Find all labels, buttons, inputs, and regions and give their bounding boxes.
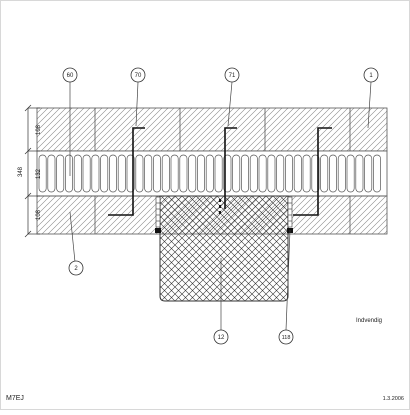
- callout-label-1: 1: [369, 73, 373, 79]
- dimension-lower: 108: [36, 209, 42, 220]
- insulation-cell: [249, 154, 258, 193]
- insulation-cell: [346, 154, 355, 193]
- insulation-cell: [161, 154, 170, 193]
- insulation-cell: [232, 154, 241, 193]
- callout-label-2: 2: [74, 266, 78, 272]
- callout-label-60: 60: [67, 73, 74, 79]
- insulation-cell: [364, 154, 373, 193]
- leader-lines: [69, 81, 372, 331]
- insulation-cell: [302, 154, 311, 193]
- concrete-column: [155, 195, 293, 302]
- insulation-cell: [373, 154, 381, 193]
- insulation-cell: [179, 154, 188, 193]
- insulation-cell: [241, 154, 249, 193]
- insulation-cell: [329, 154, 337, 193]
- wall-tie-center: [224, 127, 237, 209]
- dimension-line: [24, 104, 40, 238]
- insulation-cell: [276, 154, 285, 193]
- wall-tie-left: [108, 127, 145, 216]
- callout-12: 12: [213, 329, 229, 345]
- insulation-cell: [38, 154, 47, 193]
- upper-brick-course: [36, 107, 388, 152]
- insulation-cell: [65, 154, 73, 193]
- insulation-cell: [214, 154, 223, 193]
- callout-label-118: 118: [282, 335, 291, 341]
- drawing-date: 1.3.2006: [383, 396, 404, 402]
- drawing-code: M7EJ: [6, 395, 24, 402]
- insulation-cell: [82, 154, 91, 193]
- insulation-cell: [135, 154, 144, 193]
- insulation-layer: [36, 150, 388, 197]
- sealant-strip-left: [155, 196, 161, 228]
- insulation-cell: [293, 154, 302, 193]
- insulation-cell: [56, 154, 65, 193]
- insulation-cell: [100, 154, 109, 193]
- dimension-upper: 108: [36, 124, 42, 135]
- insulation-cell: [170, 154, 179, 193]
- insulation-cells: [38, 154, 381, 193]
- insulation-cell: [320, 154, 329, 193]
- insulation-cell: [285, 154, 293, 193]
- wall-tie-right: [293, 127, 332, 216]
- callout-2: 2: [68, 260, 84, 276]
- insulation-cell: [91, 154, 100, 193]
- insulation-cell: [258, 154, 267, 193]
- callout-label-71: 71: [229, 73, 236, 79]
- insulation-cell: [267, 154, 276, 193]
- callout-71: 71: [224, 67, 240, 83]
- sealant-strip-right: [287, 196, 293, 228]
- insulation-cell: [197, 154, 205, 193]
- dimension-middle: 132: [36, 168, 42, 179]
- callout-label-12: 12: [218, 335, 225, 341]
- wall-ties: [108, 127, 332, 216]
- callout-label-70: 70: [135, 73, 142, 79]
- insulation-cell: [355, 154, 364, 193]
- insulation-cell: [153, 154, 161, 193]
- backer-rod-left: [155, 228, 161, 233]
- insulation-cell: [109, 154, 117, 193]
- dimension-total: 348: [18, 166, 24, 177]
- insulation-cell: [188, 154, 197, 193]
- insulation-cell: [73, 154, 82, 193]
- insulation-cell: [205, 154, 214, 193]
- callout-60: 60: [62, 67, 78, 83]
- insulation-cell: [337, 154, 346, 193]
- insulation-cell: [117, 154, 126, 193]
- tie-dashes: [219, 199, 221, 214]
- insulation-cell: [311, 154, 320, 193]
- callout-70: 70: [130, 67, 146, 83]
- callout-118: 118: [278, 329, 294, 345]
- callout-1: 1: [363, 67, 379, 83]
- side-note: Indvendig: [356, 318, 382, 324]
- insulation-cell: [47, 154, 56, 193]
- insulation-cell: [144, 154, 153, 193]
